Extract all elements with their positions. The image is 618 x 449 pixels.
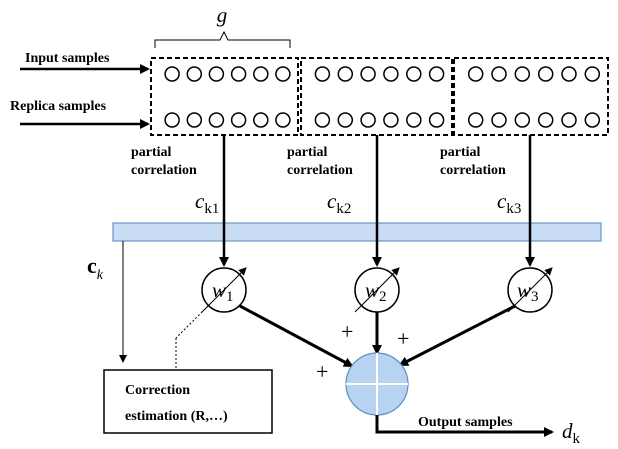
sample-circle (383, 66, 399, 82)
correlation-vector-bus (112, 222, 602, 242)
sample-circle (186, 66, 203, 82)
sample-circle (383, 112, 399, 128)
plus-sign-bottom: + (316, 359, 328, 384)
weight-feedback-dashed (175, 305, 209, 339)
sample-circle (230, 66, 247, 82)
svg-text:correlation: correlation (287, 163, 353, 178)
plus-sign-right: + (397, 326, 409, 351)
sample-circle (561, 66, 577, 82)
weight-w1: w1 (201, 267, 247, 313)
svg-text:correlation: correlation (440, 163, 506, 178)
sample-circle (514, 66, 531, 82)
sample-circle (406, 112, 422, 128)
svg-text:estimation (R,…): estimation (R,…) (125, 409, 228, 424)
sample-circle (164, 66, 180, 82)
svg-text:partial: partial (287, 145, 328, 160)
svg-text:partial: partial (131, 145, 172, 160)
partial-correlation-label-3: partial correlation (440, 145, 506, 178)
group-brace (154, 30, 291, 48)
sample-circle (275, 112, 291, 128)
svg-text:w1: w1 (212, 278, 234, 305)
svg-text:Correction: Correction (125, 383, 190, 398)
sample-circle (467, 112, 484, 128)
sample-circle (406, 66, 422, 82)
sample-circle (491, 66, 507, 82)
sample-circle (428, 112, 445, 128)
sample-circle (314, 66, 331, 82)
sample-circle (514, 112, 531, 128)
sample-circle (208, 66, 225, 82)
partial-correlation-label-2: partial correlation (287, 145, 353, 178)
correction-estimation-box: Correction estimation (R,…) (103, 369, 273, 434)
sample-circle (360, 112, 376, 128)
plus-sign-left: + (341, 319, 353, 344)
sample-circle (537, 112, 554, 128)
output-samples-label: Output samples (418, 415, 513, 430)
sample-circle (561, 112, 577, 128)
sample-circle (253, 66, 269, 82)
sample-circle (428, 66, 445, 82)
svg-text:w2: w2 (365, 278, 387, 305)
adder (345, 352, 409, 416)
replica-samples-label: Replica samples (10, 99, 107, 114)
sample-block-2 (300, 57, 453, 136)
sample-circle (230, 112, 247, 128)
sample-circle (186, 112, 203, 128)
output-symbol: dk (562, 419, 581, 444)
partial-correlation-symbol-2: ck2 (327, 189, 351, 217)
sample-circle (275, 66, 291, 82)
sample-circles (164, 66, 601, 128)
sample-circle (337, 66, 354, 82)
weight-w3: w3 (507, 267, 553, 313)
sample-circle (314, 112, 331, 128)
output-line (375, 415, 530, 434)
sample-circle (584, 66, 601, 82)
sample-circle (467, 66, 484, 82)
input-samples-label: Input samples (25, 51, 110, 66)
sample-circle (537, 66, 554, 82)
partial-correlation-label-1: partial correlation (131, 145, 197, 178)
sample-circle (360, 66, 376, 82)
weight-w2: w2 (354, 267, 400, 313)
correlation-vector-symbol: ck (87, 253, 104, 283)
partial-correlation-symbol-1: ck1 (195, 189, 219, 217)
svg-text:correlation: correlation (131, 163, 197, 178)
sample-circle (253, 112, 269, 128)
sample-circle (491, 112, 507, 128)
svg-text:partial: partial (440, 145, 481, 160)
w1-to-adder-arrow (239, 304, 354, 368)
svg-text:w3: w3 (517, 278, 539, 305)
group-size-symbol: g (217, 3, 228, 27)
sample-circle (584, 112, 601, 128)
w3-to-adder-arrow (398, 304, 516, 367)
partial-correlation-symbol-3: ck3 (497, 189, 521, 217)
sample-circle (164, 112, 180, 128)
sample-circle (208, 112, 225, 128)
sample-circle (337, 112, 354, 128)
